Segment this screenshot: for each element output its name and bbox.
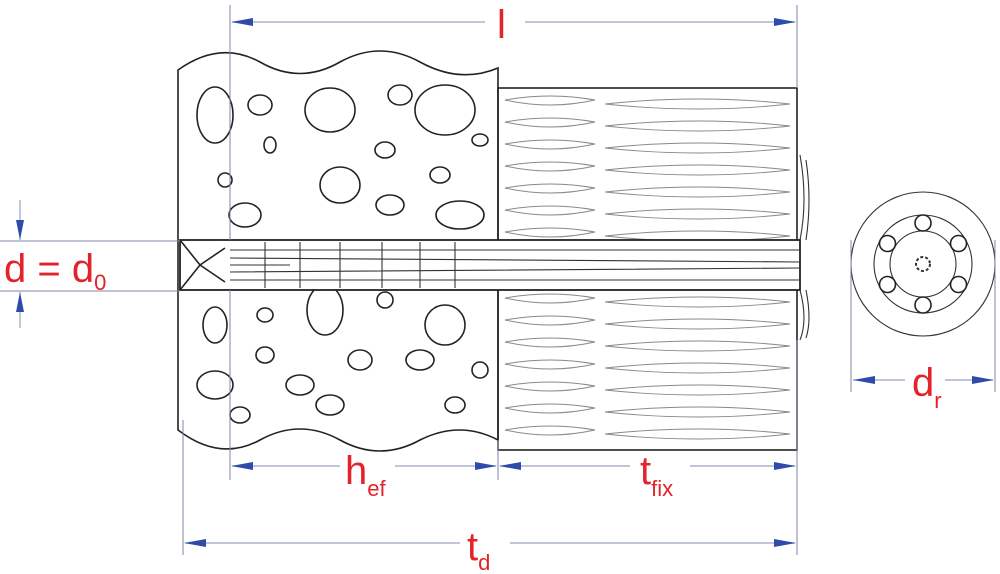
- aggregate-stone: [424, 304, 466, 346]
- plate-hole: [914, 214, 932, 232]
- aggregate-stone: [471, 361, 489, 379]
- svg-text:tfix: tfix: [640, 449, 673, 501]
- plate-hole: [949, 234, 968, 253]
- aggregate-stone: [196, 370, 234, 400]
- aggregate-stone: [315, 394, 345, 416]
- diameter-label: d = d: [4, 247, 94, 291]
- aggregate-stone: [228, 202, 262, 228]
- aggregate-stone: [414, 84, 476, 136]
- dimension-drill-depth: td: [182, 420, 796, 574]
- drill-depth-label: t: [467, 525, 478, 569]
- aggregate-stone: [285, 374, 315, 396]
- dimension-diameter: d = d0: [0, 200, 180, 328]
- aggregate-stone: [435, 200, 485, 230]
- drill-depth-subscript: d: [478, 550, 490, 574]
- insulation-fiber: [504, 425, 791, 440]
- svg-text:hef: hef: [345, 449, 386, 501]
- anchor-sleeve: [179, 154, 810, 341]
- aggregate-stone: [202, 306, 228, 344]
- aggregate-stone: [306, 284, 344, 336]
- svg-text:dr: dr: [912, 361, 942, 413]
- insulation-fiber: [504, 315, 791, 330]
- length-label: l: [497, 3, 506, 47]
- embedment-subscript: ef: [367, 476, 386, 501]
- aggregate-stone: [217, 172, 233, 188]
- svg-text:td: td: [467, 525, 490, 574]
- aggregate-stone: [376, 291, 394, 309]
- aggregate-stone: [375, 194, 405, 216]
- aggregate-stone: [263, 136, 277, 154]
- svg-text:d = d0: d = d0: [4, 247, 106, 295]
- insulation-fiber: [504, 359, 791, 374]
- insulation-fiber: [504, 161, 791, 176]
- dimension-length: l: [229, 3, 798, 240]
- plate-diameter-label: d: [912, 361, 934, 405]
- insulation-fiber: [504, 293, 791, 308]
- fixture-label: t: [640, 449, 651, 493]
- plate-hole: [914, 296, 932, 314]
- aggregate-stone: [229, 406, 251, 424]
- plate-hole: [878, 234, 897, 253]
- anchor-plate-end-view: [850, 191, 996, 337]
- aggregate-stone: [319, 166, 361, 204]
- insulation-fiber: [504, 381, 791, 396]
- dimension-embedment: hef: [229, 290, 499, 501]
- aggregate-stone: [255, 346, 275, 364]
- aggregate-stone: [347, 349, 373, 371]
- aggregate-stone: [374, 141, 396, 159]
- aggregate-stone: [247, 94, 273, 116]
- insulation-fiber: [504, 117, 791, 132]
- fixture-subscript: fix: [651, 476, 673, 501]
- insulation-fiber: [504, 183, 791, 198]
- insulation-fiber: [504, 139, 791, 154]
- dimension-fixture-thickness: tfix: [499, 340, 798, 555]
- aggregate-stone: [405, 349, 435, 371]
- aggregate-stone: [387, 84, 413, 106]
- plate-hole: [878, 275, 897, 294]
- aggregate-stone: [256, 307, 274, 323]
- aggregate-stone: [444, 396, 466, 414]
- plate-hole: [949, 275, 968, 294]
- insulation-fiber: [504, 205, 791, 220]
- dimension-plate-diameter: dr: [850, 240, 996, 413]
- embedment-label: h: [345, 449, 367, 493]
- concrete-base: [177, 50, 499, 452]
- insulation-fiber: [504, 95, 791, 110]
- plate-diameter-subscript: r: [934, 388, 941, 413]
- aggregate-stone: [471, 133, 489, 147]
- insulation-fiber: [504, 227, 791, 242]
- aggregate-stone: [304, 87, 356, 133]
- aggregate-stone: [429, 166, 451, 184]
- aggregate-stone: [196, 86, 234, 144]
- insulation-fiber: [504, 337, 791, 352]
- insulation-fiber: [504, 403, 791, 418]
- diameter-subscript: 0: [94, 270, 106, 295]
